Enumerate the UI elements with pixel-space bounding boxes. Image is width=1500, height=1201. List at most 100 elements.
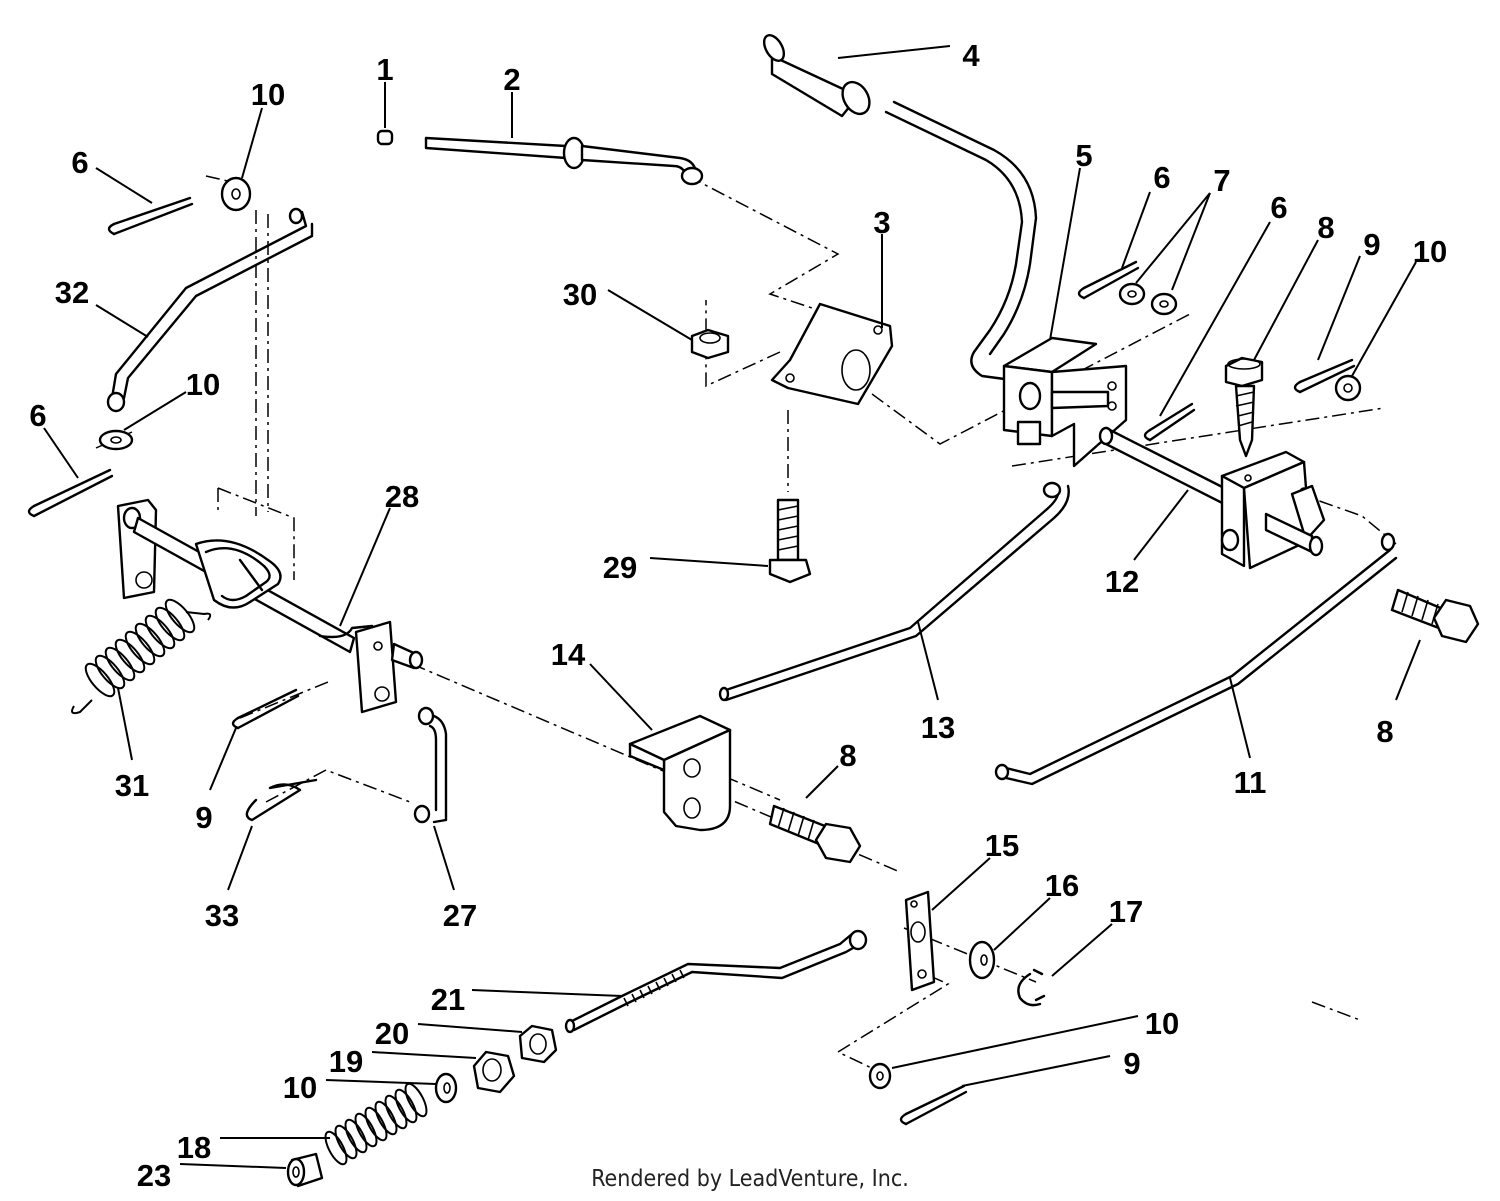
callout-number: 12 — [1105, 564, 1139, 599]
callout-leader — [931, 857, 991, 911]
callout-leader — [917, 621, 939, 701]
callout-leader — [95, 167, 153, 204]
callout-leader — [837, 45, 951, 59]
callout-number: 33 — [205, 898, 239, 933]
callout-leader — [241, 107, 263, 179]
callout-leader — [1133, 489, 1189, 561]
callout-number: 9 — [1123, 1046, 1140, 1081]
part-6-cotter-pin-right — [1143, 402, 1196, 442]
part-10-washer-mid-left — [98, 429, 134, 451]
callout-number: 30 — [563, 277, 597, 312]
callout-leader — [433, 825, 455, 891]
callout-leader — [1159, 221, 1271, 417]
callout-leader — [43, 427, 79, 479]
callout-leader — [1051, 923, 1113, 977]
part-27-link — [413, 706, 448, 824]
callout-leader — [649, 557, 769, 567]
callout-number: 9 — [1363, 227, 1380, 262]
callout-number: 5 — [1075, 138, 1092, 173]
part-8-bolt-upper — [1224, 356, 1264, 458]
callout-leader — [891, 1015, 1139, 1069]
callout-number: 10 — [186, 367, 220, 402]
callout-number: 8 — [1376, 714, 1393, 749]
callout-number: 19 — [329, 1044, 363, 1079]
callout-number: 29 — [603, 550, 637, 585]
callout-leader — [607, 289, 693, 341]
callout-leader — [1121, 191, 1151, 269]
callout-leader — [1049, 167, 1081, 341]
part-12-shaft — [1098, 426, 1326, 570]
assembly-lines — [95, 175, 1397, 1073]
callout-leader — [1229, 677, 1251, 759]
callout-number: 7 — [1213, 163, 1230, 198]
callout-leader — [993, 897, 1051, 951]
callout-number: 14 — [551, 637, 586, 672]
callout-leader — [95, 304, 149, 338]
callout-number: 28 — [385, 479, 419, 514]
callout-number: 6 — [1153, 160, 1170, 195]
callout-number: 6 — [29, 398, 46, 433]
callout-leader — [471, 989, 623, 997]
part-2-rod — [424, 136, 704, 186]
part-4-grip — [762, 34, 871, 118]
callout-leader — [227, 825, 253, 891]
callout-number: 31 — [115, 768, 149, 803]
callout-number: 13 — [921, 710, 955, 745]
callout-leader — [805, 765, 839, 799]
callout-leader — [123, 391, 187, 431]
part-7-washers — [1118, 282, 1178, 316]
callout-leader — [961, 1055, 1111, 1087]
part-18-spring — [324, 1082, 428, 1166]
part-14-bracket — [628, 714, 732, 832]
part-30-nut — [690, 328, 730, 360]
callout-number: 1 — [376, 52, 393, 87]
callout-number: 6 — [1270, 190, 1287, 225]
part-10-washer-lower-left — [434, 1072, 458, 1104]
callout-number: 23 — [137, 1158, 171, 1193]
part-8-bolt-right — [1390, 588, 1480, 644]
callout-leader — [325, 1079, 437, 1085]
callout-number: 10 — [251, 77, 285, 112]
part-20-nut — [518, 1024, 558, 1064]
callout-leader — [1395, 639, 1421, 701]
part-8-bolt-middle — [768, 804, 862, 864]
part-29-bolt — [768, 498, 812, 584]
callout-leader — [1253, 239, 1319, 361]
callout-leader — [1171, 192, 1211, 291]
part-10-washer-lower-right — [868, 1062, 892, 1090]
callout-number: 4 — [962, 38, 980, 73]
lever-shaft — [884, 100, 1038, 382]
callout-number: 10 — [1145, 1006, 1179, 1041]
part-6-cotter-pin-upper-left — [107, 196, 194, 236]
callout-leader — [117, 687, 133, 761]
callout-leader — [1351, 261, 1417, 377]
part-21-threaded-rod — [564, 929, 868, 1034]
part-32-link-rod — [106, 207, 314, 413]
part-28-cross-shaft — [116, 498, 424, 714]
part-33-hairpin — [245, 778, 318, 822]
callout-number: 16 — [1045, 868, 1079, 903]
part-1-pin — [376, 129, 394, 146]
callout-number: 6 — [71, 145, 88, 180]
part-10-washer-upper-right — [1334, 374, 1362, 402]
part-17-eclip — [1017, 968, 1046, 1007]
callout-number: 21 — [431, 982, 465, 1017]
callout-number: 10 — [1413, 234, 1447, 269]
part-5-bracket — [1002, 336, 1128, 468]
part-19-nut — [472, 1050, 516, 1094]
callout-number: 17 — [1109, 894, 1143, 929]
callout-number: 3 — [873, 205, 890, 240]
callout-leader — [209, 727, 237, 791]
part-3-bracket — [770, 302, 894, 406]
part-11-rod — [994, 532, 1398, 786]
callout-number: 18 — [177, 1130, 211, 1165]
footer-credit: Rendered by LeadVenture, Inc. — [591, 1166, 909, 1192]
callout-leader — [1135, 192, 1211, 284]
part-10-washer-upper-left — [220, 176, 252, 212]
part-23-bushing — [286, 1152, 324, 1188]
callout-leader — [179, 1163, 287, 1169]
part-9-cotter-pin-lower-right — [899, 1084, 968, 1126]
callout-number: 8 — [1317, 210, 1334, 245]
